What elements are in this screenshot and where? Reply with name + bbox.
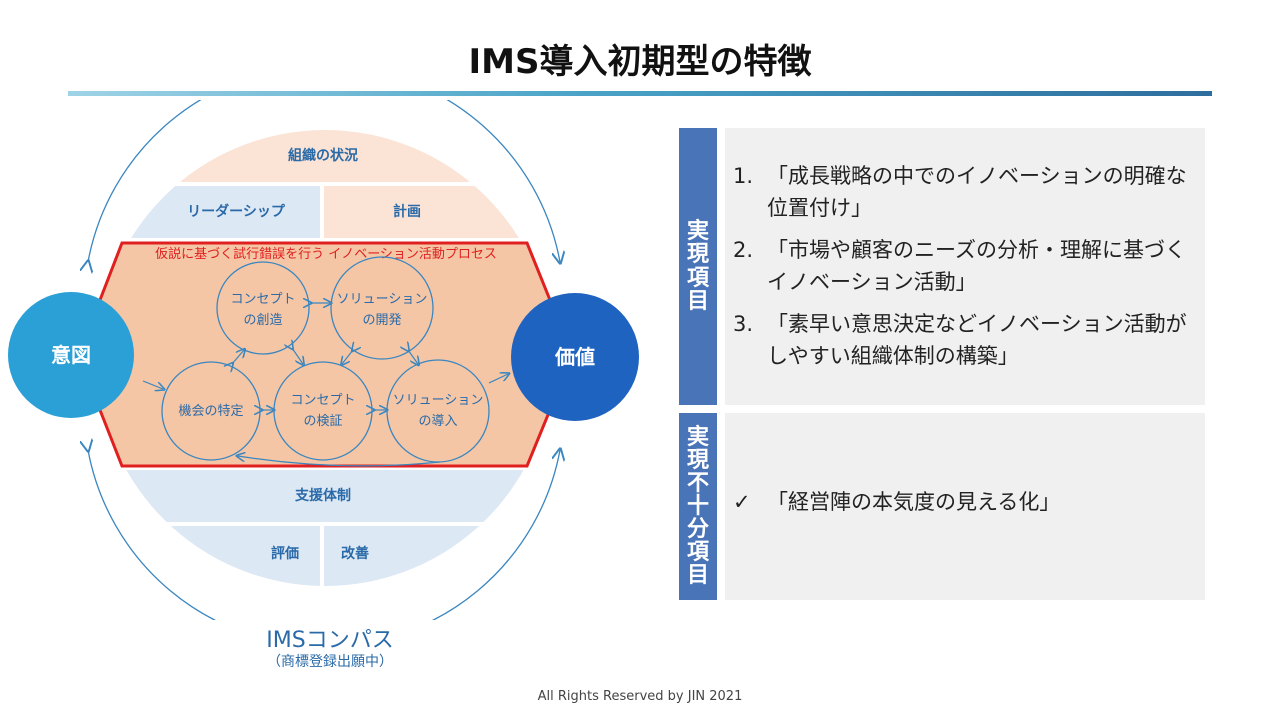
achieved-panel — [725, 128, 1205, 405]
svg-text:コンセプト: コンセプト — [230, 292, 295, 307]
compass-title: IMSコンパス — [266, 628, 394, 653]
arrow-opportunity-concept-creation — [232, 350, 244, 364]
label-improvement: 改善 — [341, 545, 369, 562]
label-organization-context: 組織の状況 — [288, 147, 358, 164]
svg-text:価値: 価値 — [554, 345, 595, 369]
svg-text:機会の特定: 機会の特定 — [178, 404, 243, 419]
value-circle: 価値 — [511, 293, 639, 421]
segment-plan — [324, 186, 553, 238]
svg-text:意図: 意図 — [51, 343, 91, 367]
arrow-feedback-loop — [238, 456, 441, 467]
not-achieved-item-1: ✓ 「経営陣の本気度の見える化」 — [733, 486, 1203, 518]
compass-subtitle: （商標登録出願中） — [267, 654, 393, 670]
svg-text:コンセプト: コンセプト — [290, 393, 355, 408]
arrow-intent-to-opportunity — [142, 380, 163, 389]
label-plan: 計画 — [393, 203, 421, 220]
label-leadership: リーダーシップ — [187, 203, 286, 220]
node-solution-introduction: ソリューション の導入 — [386, 359, 490, 463]
svg-text:ソリューション: ソリューション — [337, 292, 428, 307]
label-evaluation: 評価 — [271, 545, 299, 562]
ims-compass-diagram: 組織の状況 リーダーシップ 計画 支援体制 評価 改善 仮説に基づく試行錯誤を行… — [8, 100, 639, 620]
segment-support — [97, 470, 553, 522]
intent-circle: 意図 — [8, 292, 134, 418]
node-concept-creation: コンセプト の創造 — [216, 261, 310, 355]
cycle-arc-top — [88, 100, 560, 262]
slide-title: IMS導入初期型の特徴 — [468, 42, 812, 82]
achieved-item-1: 1. 「成長戦略の中でのイノベーションの明確な位置付け」 — [733, 164, 1187, 220]
achieved-label: 実 現 項 目 — [679, 128, 717, 405]
not-achieved-panel — [725, 413, 1205, 600]
svg-text:の開発: の開発 — [362, 313, 401, 328]
arrow-solution-dev-verification — [342, 350, 353, 364]
footer-copyright: All Rights Reserved by JIN 2021 — [537, 689, 743, 704]
svg-text:の創造: の創造 — [243, 313, 282, 328]
svg-text:ソリューション: ソリューション — [393, 393, 484, 408]
achieved-item-3: 3. 「素早い意思決定などイノベーション活動がしやすい組織体制の構築」 — [733, 312, 1187, 368]
arrow-introduction-to-value — [488, 374, 508, 384]
svg-text:の検証: の検証 — [303, 414, 342, 429]
label-process: 仮説に基づく試行錯誤を行う イノベーション活動プロセス — [155, 246, 497, 262]
node-solution-development: ソリューション の開発 — [330, 256, 434, 360]
arrow-concept-creation-verification — [292, 348, 303, 364]
title-underline — [68, 91, 1212, 96]
node-concept-verification: コンセプト の検証 — [273, 361, 373, 461]
cycle-arc-bottom — [88, 450, 560, 620]
label-support: 支援体制 — [294, 487, 351, 504]
arrow-solution-dev-introduction — [408, 350, 418, 364]
check-icon: ✓ — [733, 490, 751, 514]
not-achieved-label: 実 現 不 十 分 項 目 — [679, 413, 717, 600]
achieved-item-2: 2. 「市場や顧客のニーズの分析・理解に基づくイノベーション活動」 — [733, 238, 1186, 294]
svg-text:の導入: の導入 — [418, 414, 457, 429]
